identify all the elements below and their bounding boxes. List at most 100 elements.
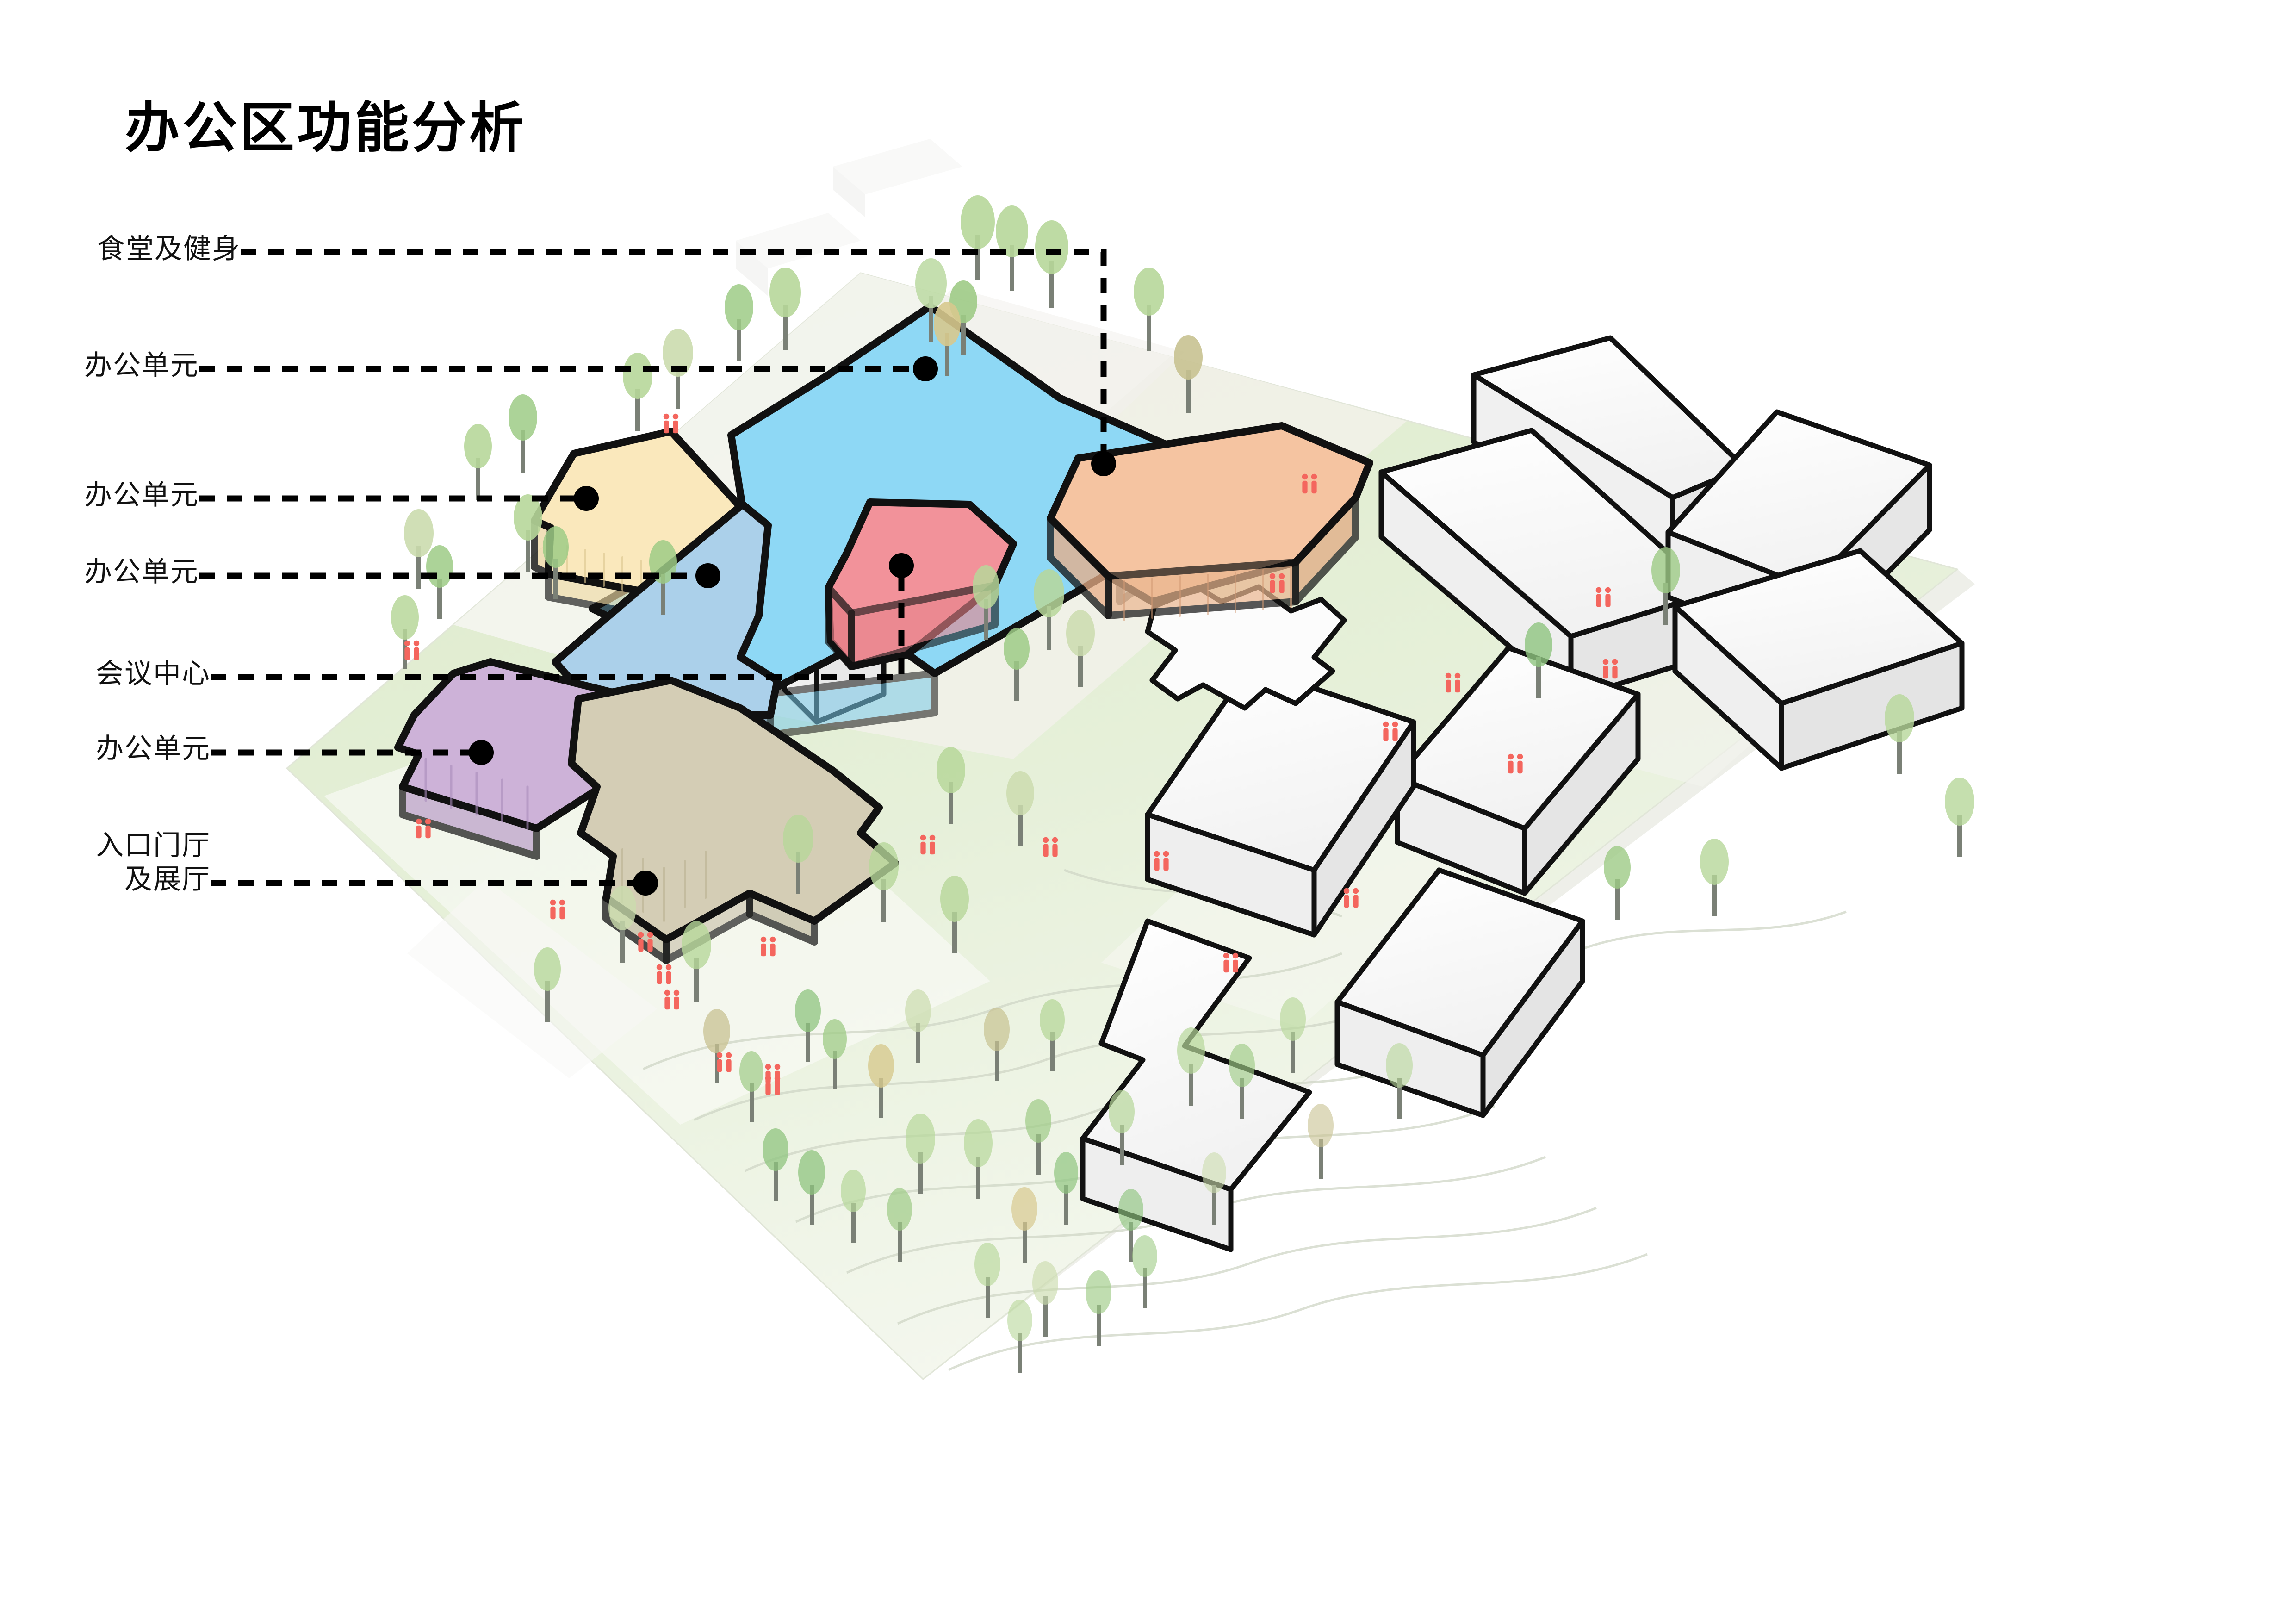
tree [682,921,711,1002]
tree [823,1019,847,1089]
tree [1007,1300,1032,1373]
tree [1202,1152,1226,1225]
people-pair [1302,473,1317,494]
tree [1032,1261,1058,1337]
tree [426,545,453,619]
tree [1525,622,1552,698]
tree [887,1188,912,1262]
tree [1034,569,1064,650]
tree [1174,335,1203,413]
tree [1035,220,1068,308]
tree [1054,1152,1078,1225]
legend-label-office-unit-2[interactable]: 办公单元 [84,479,199,510]
tree [974,1243,1000,1318]
people-pair [920,834,936,855]
leader-dot-office-unit-3 [695,563,720,588]
leader-dot-office-unit-1 [913,356,938,381]
legend-label-entry-lobby-line2: 及展厅 [124,864,211,895]
people-pair [1343,888,1359,908]
tree [464,424,492,500]
existing-building [1145,664,1416,938]
tree [663,329,693,409]
people-pair [1269,573,1285,593]
leader-dot-entry-lobby [633,871,658,896]
tree [1229,1044,1255,1119]
tree [940,876,969,953]
tree [1177,1027,1205,1106]
legend-label-entry-lobby-exhibition[interactable]: 入口门厅 及展厅 [62,828,211,896]
tree [1308,1104,1334,1179]
people-pair [1595,587,1611,607]
tree [1945,778,1974,857]
tree [739,1051,763,1122]
tree [937,747,965,824]
tree [1006,771,1034,846]
mass-canteen-gym [1047,422,1373,621]
people-group [404,413,1618,1095]
tree [509,394,537,473]
tree [1066,610,1095,687]
legend-label-conference-center[interactable]: 会议中心 [96,658,211,689]
legend-label-entry-lobby-line1: 入口门厅 [96,830,211,861]
tree [1885,694,1914,774]
tree [1011,1187,1037,1263]
tree [915,258,947,342]
tree [404,509,434,589]
leader-line-canteen-gym [241,249,1107,463]
tree [1118,1189,1143,1262]
tree [841,1170,866,1243]
people-pair [656,964,672,984]
existing-building [1395,645,1641,896]
people-pair [1043,837,1058,857]
tree [1025,1099,1051,1175]
tree [973,565,999,640]
existing-building [1672,548,1965,771]
people-pair [1154,851,1169,871]
page-title: 办公区功能分析 [125,98,527,159]
tree [934,302,961,376]
leader-dot-conference-center [889,553,914,578]
tree [763,1128,788,1201]
tree [608,886,636,963]
tree [1604,846,1631,920]
people-pair [1602,659,1618,679]
tree [1386,1043,1413,1119]
people-pair [716,1052,732,1072]
people-pair [550,899,565,920]
legend-label-office-unit-4[interactable]: 办公单元 [96,733,211,764]
people-pair [1508,753,1523,774]
tree [1132,1235,1157,1308]
tree [1086,1270,1111,1346]
tree [964,1119,993,1199]
people-pair [765,1064,781,1084]
people-pair [404,640,420,660]
tree [996,205,1028,291]
people-pair [1383,721,1398,741]
people-pair [638,932,653,952]
tree [725,284,753,361]
legend-label-canteen-gym[interactable]: 食堂及健身 [97,233,241,264]
tree [1004,628,1030,701]
legend-label-office-unit-3[interactable]: 办公单元 [84,556,199,587]
people-pair [1445,672,1461,693]
tree [769,268,801,350]
tree [906,1114,935,1194]
people-pair [760,936,776,957]
tree [961,195,995,280]
tree [1040,999,1065,1071]
mass-conference-center [825,498,1017,670]
tree [783,815,813,894]
tree [1280,997,1306,1073]
tree [514,494,542,572]
tree [1700,839,1729,916]
tree [798,1150,825,1225]
existing-building-group [782,335,1965,1252]
leader-line-conference-center [211,568,905,680]
tree [534,947,561,1022]
people-pair [416,818,431,839]
tree-group [391,195,1974,1373]
people-pair [664,989,680,1010]
legend-label-office-unit-1[interactable]: 办公单元 [84,350,199,381]
